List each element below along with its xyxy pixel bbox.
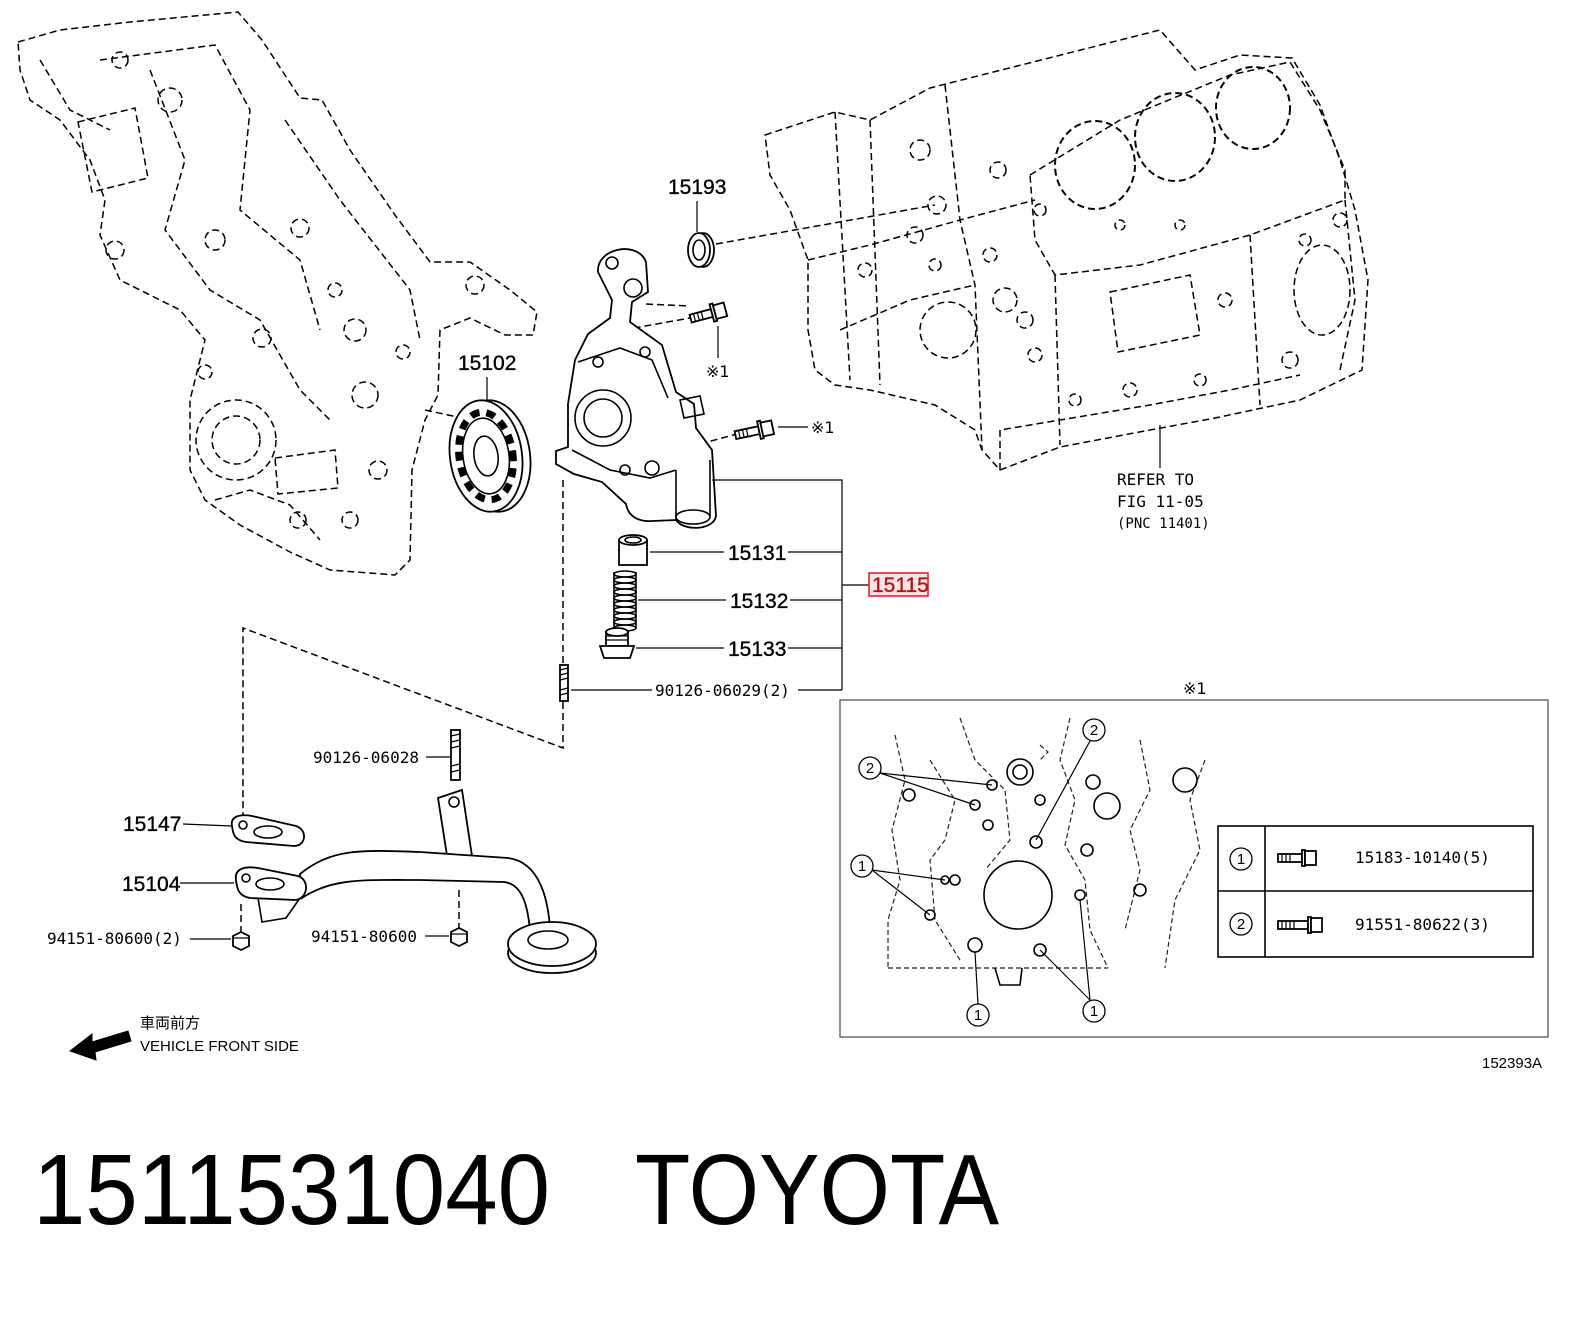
engine-block: [764, 29, 1369, 471]
caption-brand: TOYOTA: [635, 1134, 999, 1246]
callout-15193[interactable]: 15193: [668, 176, 727, 199]
inset-callout-label: 1: [858, 858, 866, 875]
highlight-box: [868, 572, 929, 597]
callout-15131[interactable]: 15131: [728, 542, 787, 565]
reference-note: REFER TO FIG 11-05 (PNC 11401): [1117, 470, 1210, 532]
spring-15132: [613, 570, 637, 632]
bolt-legend-table: [1217, 825, 1534, 958]
callout-90126-06029[interactable]: 90126-06029(2): [655, 681, 790, 700]
inset-callout-label: 2: [866, 760, 874, 777]
legend-row-2: 2 91551-80622(3): [1229, 912, 1490, 936]
inset-box: [839, 699, 1549, 1038]
inset-callout-2: 2: [1082, 718, 1106, 742]
legend-symbol: 2: [1237, 916, 1245, 933]
rotor-15102: [448, 399, 532, 513]
bracket-15115: [712, 479, 869, 691]
inset-callout-label: 1: [974, 1007, 982, 1024]
bolt-icon: [1277, 916, 1323, 934]
leader-line-15147: [182, 823, 233, 827]
direction-label-en: VEHICLE FRONT SIDE: [140, 1038, 299, 1055]
legend-symbol: 1: [1237, 851, 1245, 868]
bolt-icon: [688, 301, 729, 324]
inset-cover-drawing: [887, 717, 1206, 986]
stud-90126-06029: [559, 664, 569, 702]
plug-15133: [598, 627, 636, 659]
inset-callout-1: 1: [1082, 999, 1106, 1023]
inset-callout-label: 2: [1090, 722, 1098, 739]
bolt-note-top: ※1: [706, 362, 730, 381]
seal-15193: [687, 232, 715, 268]
callout-15115[interactable]: 15115: [872, 574, 929, 597]
legend-part-number: 91551-80622(3): [1355, 915, 1490, 934]
reference-line-3: (PNC 11401): [1117, 516, 1210, 532]
relief-valve-15131: [618, 534, 648, 566]
bolt-icon: [1277, 849, 1317, 867]
bolt-note-side: ※1: [811, 418, 835, 437]
gasket-15147: [230, 814, 305, 847]
callout-94151-80600[interactable]: 94151-80600: [311, 927, 417, 946]
stud-90126-06028: [450, 729, 461, 781]
inset-leader-lines: [871, 740, 1091, 1005]
inset-callout-label: 1: [1090, 1003, 1098, 1020]
inset-callout-2: 2: [858, 756, 882, 780]
callout-15102[interactable]: 15102: [458, 352, 517, 375]
callout-15104[interactable]: 15104: [122, 873, 181, 896]
callout-94151-80600-qty2[interactable]: 94151-80600(2): [47, 929, 182, 948]
timing-cover: [17, 11, 538, 576]
inset-title: ※1: [1183, 679, 1207, 698]
caption-part-number: 1511531040: [33, 1134, 550, 1246]
bolt-icon: [733, 419, 776, 441]
direction-label-jp: 車両前方: [140, 1015, 200, 1032]
reference-line-2: FIG 11-05: [1117, 492, 1204, 511]
reference-line-1: REFER TO: [1117, 470, 1194, 489]
nut-right: [450, 926, 468, 948]
oil-pump-body: [555, 248, 717, 529]
callout-15133[interactable]: 15133: [728, 638, 787, 661]
callout-90126-06028[interactable]: 90126-06028: [313, 748, 419, 767]
inset-callout-1: 1: [966, 1003, 990, 1027]
callout-15132[interactable]: 15132: [730, 590, 789, 613]
callout-15147[interactable]: 15147: [123, 813, 182, 836]
inset-callout-1: 1: [850, 854, 874, 878]
front-arrow-icon: [68, 1030, 132, 1061]
strainer-15104: [234, 788, 597, 974]
legend-part-number: 15183-10140(5): [1355, 848, 1490, 867]
legend-row-1: 1 15183-10140(5): [1229, 847, 1490, 871]
figure-code: 152393A: [1482, 1055, 1542, 1072]
nut-left: [232, 930, 250, 952]
